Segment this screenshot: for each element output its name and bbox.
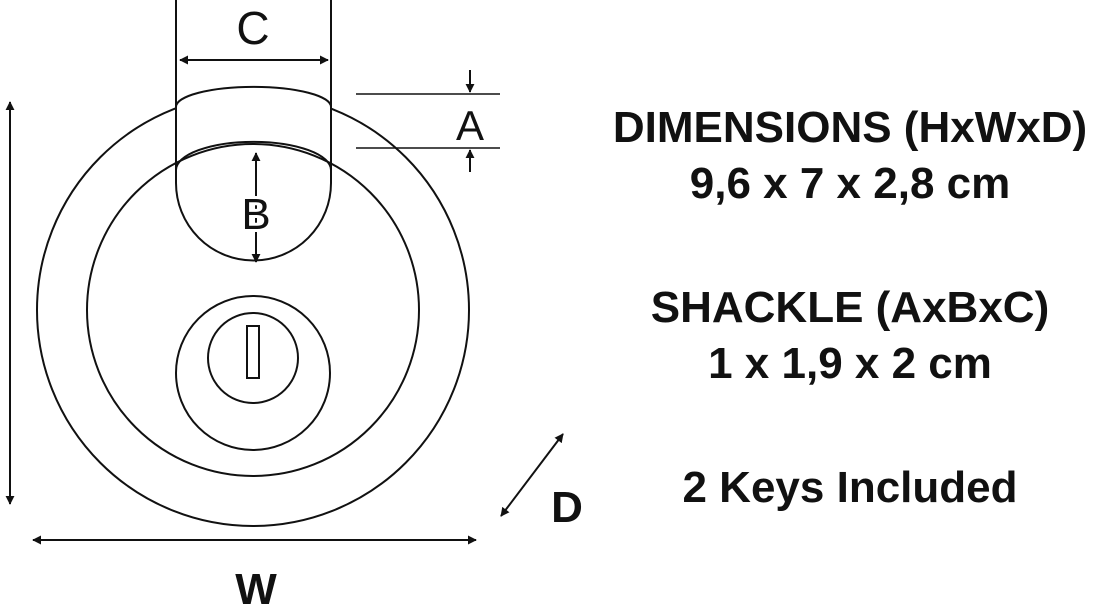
- dimensions-heading: DIMENSIONS (HxWxD): [612, 103, 1088, 152]
- label-b: B: [241, 190, 270, 239]
- label-a: A: [456, 102, 484, 149]
- label-d: D: [551, 483, 583, 532]
- label-w: W: [235, 565, 277, 609]
- shackle-value: 1 x 1,9 x 2 cm: [708, 339, 992, 388]
- shackle-top-curve: [175, 85, 332, 108]
- dimensions-value: 9,6 x 7 x 2,8 cm: [689, 159, 1011, 208]
- keys-included-note: 2 Keys Included: [682, 463, 1018, 512]
- padlock-inner-ring: [86, 143, 420, 477]
- padlock-outer-ring: [36, 93, 470, 527]
- key-cylinder-outer: [175, 295, 331, 451]
- key-cylinder-inner: [207, 312, 299, 404]
- shackle-inner-edge: [175, 140, 332, 171]
- label-c: C: [236, 2, 269, 54]
- keyhole-icon: [246, 325, 260, 379]
- dimension-d-arrow: [500, 433, 564, 517]
- shackle-heading: SHACKLE (AxBxC): [650, 283, 1050, 332]
